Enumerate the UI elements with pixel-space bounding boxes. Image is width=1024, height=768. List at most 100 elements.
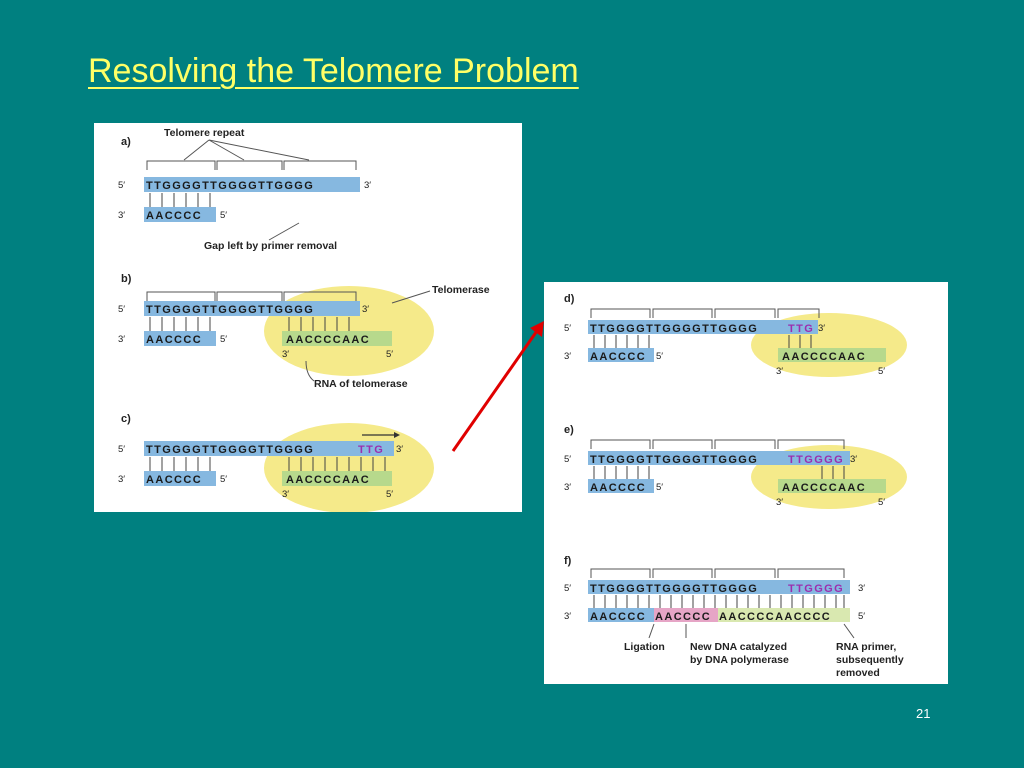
a-bottom-3-end: 3′ bbox=[118, 210, 125, 221]
left-diagram: a) Telomere repeat 5′ TTGGGGTTGGGGTTGGGG… bbox=[118, 127, 490, 512]
f-bottom-3-end: 3′ bbox=[564, 611, 571, 622]
c-top-sequence: TTGGGGTTGGGGTTGGGG bbox=[146, 444, 314, 456]
step-a-label: a) bbox=[121, 136, 131, 148]
telomerase-pointer bbox=[391, 290, 431, 304]
b-bottom-3-end: 3′ bbox=[118, 334, 125, 345]
b-base-pairs bbox=[149, 317, 350, 331]
e-top-extension: TTGGGG bbox=[788, 454, 844, 466]
d-rna-template bbox=[778, 348, 886, 362]
f-top-5-end: 5′ bbox=[564, 583, 571, 594]
d-rna-5-end: 5′ bbox=[878, 366, 885, 377]
gap-pointer bbox=[268, 222, 300, 241]
f-bottom-new-sequence: AACCCC bbox=[655, 611, 711, 623]
b-rna-template bbox=[282, 331, 392, 346]
c-rna-template bbox=[282, 471, 392, 486]
d-repeat-brackets bbox=[590, 308, 820, 318]
a-base-pairs bbox=[149, 193, 211, 207]
c-direction-arrowhead bbox=[394, 432, 400, 438]
c-top-5-end: 5′ bbox=[118, 444, 125, 455]
f-top-extension: TTGGGG bbox=[788, 583, 844, 595]
f-bottom-primer-sequence: AACCCCAACCCC bbox=[719, 611, 831, 623]
a-top-strand bbox=[144, 177, 360, 192]
b-top-strand bbox=[144, 301, 360, 316]
b-top-5-end: 5′ bbox=[118, 304, 125, 315]
new-dna-label-line1: New DNA catalyzed bbox=[690, 641, 787, 653]
b-repeat-brackets bbox=[146, 291, 357, 301]
e-top-3-end: 3′ bbox=[850, 454, 857, 465]
e-bottom-strand bbox=[588, 479, 654, 493]
a-bottom-sequence: AACCCC bbox=[146, 210, 202, 222]
step-d-label: d) bbox=[564, 293, 575, 305]
step-f-label: f) bbox=[564, 555, 572, 567]
slide-title: Resolving the Telomere Problem bbox=[88, 52, 579, 90]
a-bottom-strand bbox=[144, 207, 216, 222]
f-top-3-end: 3′ bbox=[858, 583, 865, 594]
rna-primer-label-line2: subsequently bbox=[836, 654, 904, 666]
e-bottom-3-end: 3′ bbox=[564, 482, 571, 493]
a-top-sequence: TTGGGGTTGGGGTTGGGG bbox=[146, 180, 314, 192]
rna-primer-label-line1: RNA primer, bbox=[836, 641, 896, 653]
step-c-label: c) bbox=[121, 413, 131, 425]
e-bottom-5-end: 5′ bbox=[656, 482, 663, 493]
f-base-pairs bbox=[593, 595, 845, 608]
a-top-5-end: 5′ bbox=[118, 180, 125, 191]
new-dna-label-line2: by DNA polymerase bbox=[690, 654, 789, 666]
d-top-strand bbox=[588, 320, 818, 334]
rna-of-telomerase-label: RNA of telomerase bbox=[314, 378, 408, 390]
f-bottom-old-strand bbox=[588, 608, 654, 622]
f-bottom-rna-primer bbox=[718, 608, 850, 622]
e-repeat-brackets bbox=[590, 439, 845, 449]
d-bottom-sequence: AACCCC bbox=[590, 351, 646, 363]
d-bottom-5-end: 5′ bbox=[656, 351, 663, 362]
transition-arrowhead bbox=[530, 321, 544, 337]
b-top-sequence: TTGGGGTTGGGGTTGGGG bbox=[146, 304, 314, 316]
f-pointers bbox=[648, 623, 855, 639]
a-bottom-5-end: 5′ bbox=[220, 210, 227, 221]
b-bottom-strand bbox=[144, 331, 216, 346]
c-bottom-5-end: 5′ bbox=[220, 474, 227, 485]
step-b-label: b) bbox=[121, 273, 132, 285]
c-bottom-sequence: AACCCC bbox=[146, 474, 202, 486]
c-rna-sequence: AACCCCAAC bbox=[286, 474, 370, 486]
c-bottom-3-end: 3′ bbox=[118, 474, 125, 485]
left-diagram-panel: a) Telomere repeat 5′ TTGGGGTTGGGGTTGGGG… bbox=[94, 123, 522, 512]
e-rna-3-end: 3′ bbox=[776, 497, 783, 508]
c-rna-3-end: 3′ bbox=[282, 489, 289, 500]
b-bottom-5-end: 5′ bbox=[220, 334, 227, 345]
e-base-pairs bbox=[593, 466, 845, 479]
f-bottom-new-dna bbox=[654, 608, 718, 622]
a-top-3-end: 3′ bbox=[364, 180, 371, 191]
f-repeat-brackets bbox=[590, 568, 845, 578]
c-top-strand bbox=[144, 441, 394, 456]
rna-pointer bbox=[305, 360, 315, 382]
d-top-3-end: 3′ bbox=[818, 323, 825, 334]
d-top-5-end: 5′ bbox=[564, 323, 571, 334]
rna-primer-label-line3: removed bbox=[836, 667, 880, 679]
c-rna-5-end: 5′ bbox=[386, 489, 393, 500]
c-bottom-strand bbox=[144, 471, 216, 486]
transition-arrow-shaft bbox=[451, 327, 541, 452]
b-rna-5-end: 5′ bbox=[386, 349, 393, 360]
c-base-pairs bbox=[149, 457, 386, 471]
e-rna-5-end: 5′ bbox=[878, 497, 885, 508]
b-top-3-end: 3′ bbox=[362, 304, 369, 315]
f-top-strand bbox=[588, 580, 850, 594]
transition-arrow bbox=[451, 321, 544, 452]
d-bottom-strand bbox=[588, 348, 654, 362]
telomere-repeat-brackets bbox=[146, 160, 357, 170]
telomerase-label: Telomerase bbox=[432, 284, 490, 296]
telomere-repeat-label: Telomere repeat bbox=[164, 127, 245, 139]
step-e-label: e) bbox=[564, 424, 574, 436]
e-rna-sequence: AACCCCAAC bbox=[782, 482, 866, 494]
b-bottom-sequence: AACCCC bbox=[146, 334, 202, 346]
d-top-extension: TTG bbox=[788, 323, 814, 335]
telomere-repeat-pointers bbox=[183, 139, 310, 161]
gap-label: Gap left by primer removal bbox=[204, 240, 337, 252]
d-rna-sequence: AACCCCAAC bbox=[782, 351, 866, 363]
d-base-pairs bbox=[593, 335, 812, 348]
e-rna-template bbox=[778, 479, 886, 493]
ligation-label: Ligation bbox=[624, 641, 665, 653]
b-rna-sequence: AACCCCAAC bbox=[286, 334, 370, 346]
c-top-extension: TTG bbox=[358, 444, 384, 456]
d-bottom-3-end: 3′ bbox=[564, 351, 571, 362]
